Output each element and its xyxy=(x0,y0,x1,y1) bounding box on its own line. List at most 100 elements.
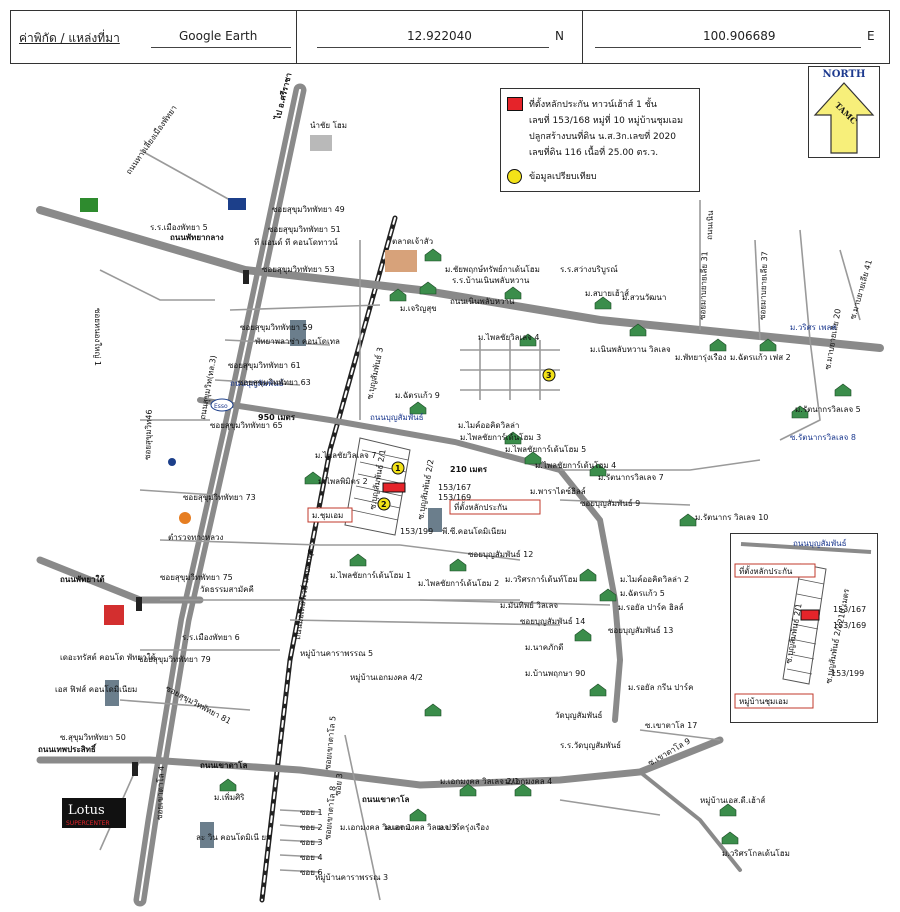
road-label: ซอยสุขุมวิทพัทยา 51 xyxy=(268,225,341,234)
house-number: 153/167 xyxy=(438,483,471,492)
house-icon xyxy=(594,296,612,310)
road-label: ซอยสุขุมวิทพัทยา 59 xyxy=(240,323,313,332)
info-icon xyxy=(168,458,176,466)
place-label: หมู่บ้านคาราพรรณ 3 xyxy=(315,873,388,883)
place-label: พัทยาพลาซ่า คอนโดเทล xyxy=(255,336,340,346)
house-icon xyxy=(504,286,522,300)
inset-canvas: ที่ตั้งหลักประกัน ถนนบุญสัมพันธ์ ซ.บุญสั… xyxy=(734,538,872,709)
road-label: ถนนเขาตาโล xyxy=(200,760,247,770)
house-icon xyxy=(721,831,739,845)
place-label: ม.เพิ่มศิริ xyxy=(214,791,245,802)
place-label: ม.ไพลชัยการ์เด้นโฮม 4 xyxy=(535,460,616,470)
road-minor-18 xyxy=(754,239,761,341)
num-3: 3 xyxy=(546,371,552,380)
police-icon xyxy=(179,512,191,524)
road-label: ถนนมอเตอร์เวย์ มาบตาพุด xyxy=(292,547,315,640)
condo-building-4 xyxy=(200,822,214,848)
place-label: ม.ไมค์ออคิดวิลล่า xyxy=(458,420,519,430)
lat-value: 12.922040 xyxy=(407,29,472,43)
road-minor-20 xyxy=(839,249,861,321)
place-label: ม.เอกมงคล วิลเลจ 3 xyxy=(385,823,457,832)
place-label: ม.เอกมงคล วิลเลจ 2/1 xyxy=(440,777,519,786)
place-label: ม.ไพลชัยการ์เด้นโฮม 1 xyxy=(330,570,411,580)
legend-subject-text: ที่ตั้งหลักประกัน ทาวน์เฮ้าส์ 1 ชั้น เลข… xyxy=(529,100,683,158)
house-icons xyxy=(219,248,852,845)
place-label: ม.วริศรการ์เด้นท์โฮม xyxy=(505,574,578,584)
condo-building-3 xyxy=(105,680,119,706)
place-label: ม.วริศรโกลเด้นโฮม xyxy=(722,848,790,858)
compare-1 xyxy=(391,461,405,475)
road-label: ซอย 3 xyxy=(300,838,323,847)
road-label: ซอยเขาตาโล 4 xyxy=(154,766,166,820)
place-label: ม.สบายเฮ้าส์ xyxy=(585,288,629,298)
place-label: ตลาดเจ้าสัว xyxy=(392,237,433,246)
house-icon xyxy=(679,513,697,527)
inset-village-label: หมู่บ้านชุมเอม xyxy=(739,697,788,707)
esso-logo xyxy=(210,398,234,412)
house-icon xyxy=(709,338,727,352)
road-minor-sois xyxy=(279,809,321,873)
inset-road xyxy=(740,542,872,554)
village-rows xyxy=(351,449,409,521)
house-icon xyxy=(409,808,427,822)
road-minor-grid xyxy=(460,340,560,400)
compare-3 xyxy=(542,368,556,382)
house-icon xyxy=(504,431,522,445)
place-label: ม.ฉัตรแก้ว 9 xyxy=(395,391,440,400)
road-label: ซอยสุขุมวิทพัทยา 73 xyxy=(183,493,256,502)
road-label: ซ.เขาตาโล 17 xyxy=(645,720,697,730)
road-label: ถนนเทพประสิทธิ์ xyxy=(38,743,97,754)
north-arrow-icon xyxy=(813,82,875,154)
road-minor-13 xyxy=(419,599,611,606)
road-label: ซอยบุญสัมพันธ์ 12 xyxy=(468,549,533,559)
place-label: ม.ชัยพฤกษ์ทรัพย์กาเด้นโฮม xyxy=(445,264,540,274)
road-minor-11 xyxy=(119,699,251,711)
house-icon xyxy=(629,323,647,337)
road-label: ซอย 4 xyxy=(300,853,323,862)
place-label: ม.วริศร เพลส xyxy=(790,323,836,332)
house-icon xyxy=(599,588,617,602)
dist-label: 210 เมตร xyxy=(450,465,488,474)
house-number: 153/169 xyxy=(438,493,471,502)
inset-house-c: 153/199 xyxy=(831,669,864,678)
subject-label: ที่ตั้งหลักประกัน xyxy=(454,501,508,512)
road-minor-12 xyxy=(289,619,561,626)
road-label: ซอยหนองใหญ่ 1 xyxy=(93,308,102,366)
house-icon xyxy=(719,803,737,817)
road-label: ซอย 2 xyxy=(300,823,323,832)
road-label: ซอยสุขุมวิทพัทยา 61 xyxy=(228,361,301,370)
house-icon xyxy=(589,463,607,477)
road-label: ซอยบุญสัมพันธ์ 14 xyxy=(520,616,585,626)
place-label: หมู่บ้านเอกมงคล 4/2 xyxy=(350,673,423,683)
place-labels: นำชัย โฮม ร.ร.เมืองพัทยา 5 ที แอนด์ ที ค… xyxy=(55,120,861,883)
place-label: ม.เนินพลับหวาน วิลเลจ xyxy=(590,345,671,354)
place-label: ม.เอกมงคล 4 xyxy=(505,777,552,786)
road-label: ซอยสุขุมวิทพัทยา 65 xyxy=(210,421,283,430)
house-icon xyxy=(791,405,809,419)
place-label: ม.ไพลพิมิตร 2 xyxy=(318,477,368,486)
place-label: ม.เจริญสุข xyxy=(400,304,437,313)
road-label: ถนนบุญสัมพันธ์ xyxy=(370,412,424,422)
road-label: ซอยสุขุมวิทพัทยา 75 xyxy=(160,573,233,582)
place-label: ม.พัทยารุ่งเรือง xyxy=(675,353,727,362)
bigc-logo xyxy=(80,198,98,212)
place-label: นำชัย โฮม xyxy=(310,120,347,130)
place-label: เดอะทรัสต์ คอนโด พัทยาใต้ xyxy=(60,652,156,662)
road-label: ถนนสุขุมวิท(ทล.3) xyxy=(198,355,218,421)
place-label: วัดธรรมสามัคคี xyxy=(200,585,254,594)
house-icon xyxy=(424,703,442,717)
place-label: ม.บ้านพฤกษา 90 xyxy=(525,669,585,678)
road-label: ซอยสุขุมวิทพัทยา 63 xyxy=(238,378,311,387)
place-label: พี.ซี.คอนโดมิเนียม xyxy=(442,526,506,536)
place-label: ร.ร.บ้านเนินพลับหวาน xyxy=(452,276,530,285)
legend-compare-text: ข้อมูลเปรียบเทียบ xyxy=(529,172,597,182)
road-label: ซอยสุขุมวิทพัทยา 79 xyxy=(138,655,211,664)
lon-cell: 100.906689 E xyxy=(583,11,889,63)
place-label: ที แอนด์ ที คอนโดทาวน์ xyxy=(254,237,338,247)
railway-dash xyxy=(261,217,396,901)
place-label: ตำรวจทางหลวง xyxy=(168,533,224,542)
subject-swatch xyxy=(507,97,523,111)
traffic-lights xyxy=(132,270,249,776)
road-label: ถนนเขาตาโล xyxy=(362,794,409,804)
lat-dir: N xyxy=(555,29,564,43)
